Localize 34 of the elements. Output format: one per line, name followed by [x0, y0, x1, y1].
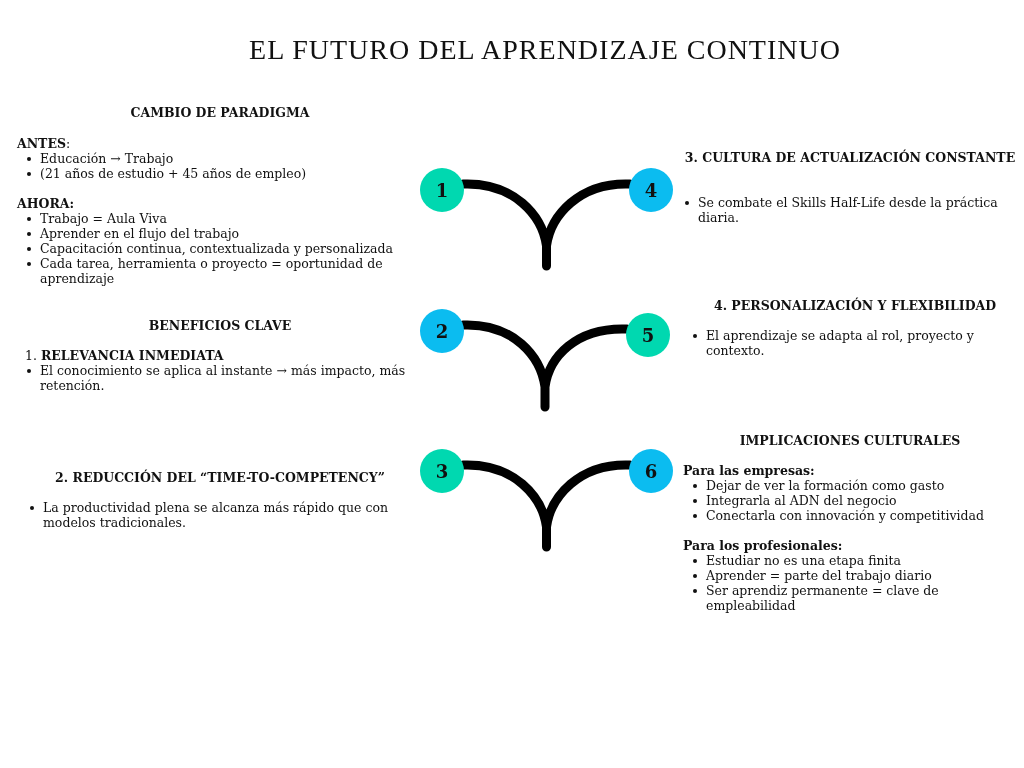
number-circle: 5 — [626, 313, 670, 357]
subheading: ANTES: — [17, 136, 72, 151]
bullet-item: El aprendizaje se adapta al rol, proyecto y contexto. — [706, 328, 975, 358]
bullet-item: Cada tarea, herramienta o proyecto = oportunidad de aprendizaje — [40, 256, 384, 286]
bullet-item: (21 años de estudio + 45 años de empleo) — [40, 166, 308, 181]
subheading: Para las empresas: — [683, 463, 816, 478]
bullet-item: Aprender = parte del trabajo diario — [706, 568, 933, 583]
bullet-item: Capacitación continua, contextualizada y personalizada — [40, 241, 394, 256]
section-heading: 3. CULTURA DE ACTUALIZACIÓN CONSTANTE — [683, 150, 1017, 165]
number-circle: 1 — [420, 168, 464, 212]
bullet-item: Trabajo = Aula Viva — [40, 211, 168, 226]
section-heading: IMPLICACIONES CULTURALES — [738, 433, 962, 448]
bullet-item: La productividad plena se alcanza más rápido que con modelos tradicionales. — [43, 500, 390, 530]
bullet-item: El conocimiento se aplica al instante → más impacto, más retención. — [40, 363, 407, 393]
section-heading: BENEFICIOS CLAVE — [147, 318, 293, 333]
subheading: 1. RELEVANCIA INMEDIATA — [25, 348, 225, 363]
subheading: AHORA: — [17, 196, 76, 211]
number-circle: 2 — [420, 309, 464, 353]
bullet-item: Dejar de ver la formación como gasto — [706, 478, 946, 493]
section-heading: CAMBIO DE PARADIGMA — [129, 105, 311, 120]
bullet-item: Estudiar no es una etapa finita — [706, 553, 903, 568]
bullet-item: Educación → Trabajo — [40, 151, 175, 166]
bullet-item: Ser aprendiz permanente = clave de empleabilidad — [706, 583, 940, 613]
section-heading: 4. PERSONALIZACIÓN Y FLEXIBILIDAD — [712, 298, 998, 313]
number-circle: 4 — [629, 168, 673, 212]
bullet-item: Se combate el Skills Half-Life desde la práctica diaria. — [698, 195, 998, 225]
number-circle: 3 — [420, 449, 464, 493]
section-heading: 2. REDUCCIÓN DEL “TIME-TO-COMPETENCY” — [54, 470, 386, 485]
bullet-item: Integrarla al ADN del negocio — [706, 493, 898, 508]
bullet-item: Conectarla con innovación y competitividad — [706, 508, 986, 523]
bullet-item: Aprender en el flujo del trabajo — [40, 226, 241, 241]
page-title: EL FUTURO DEL APRENDIZAJE CONTINUO — [248, 34, 842, 66]
subheading: Para los profesionales: — [683, 538, 844, 553]
number-circle: 6 — [629, 449, 673, 493]
